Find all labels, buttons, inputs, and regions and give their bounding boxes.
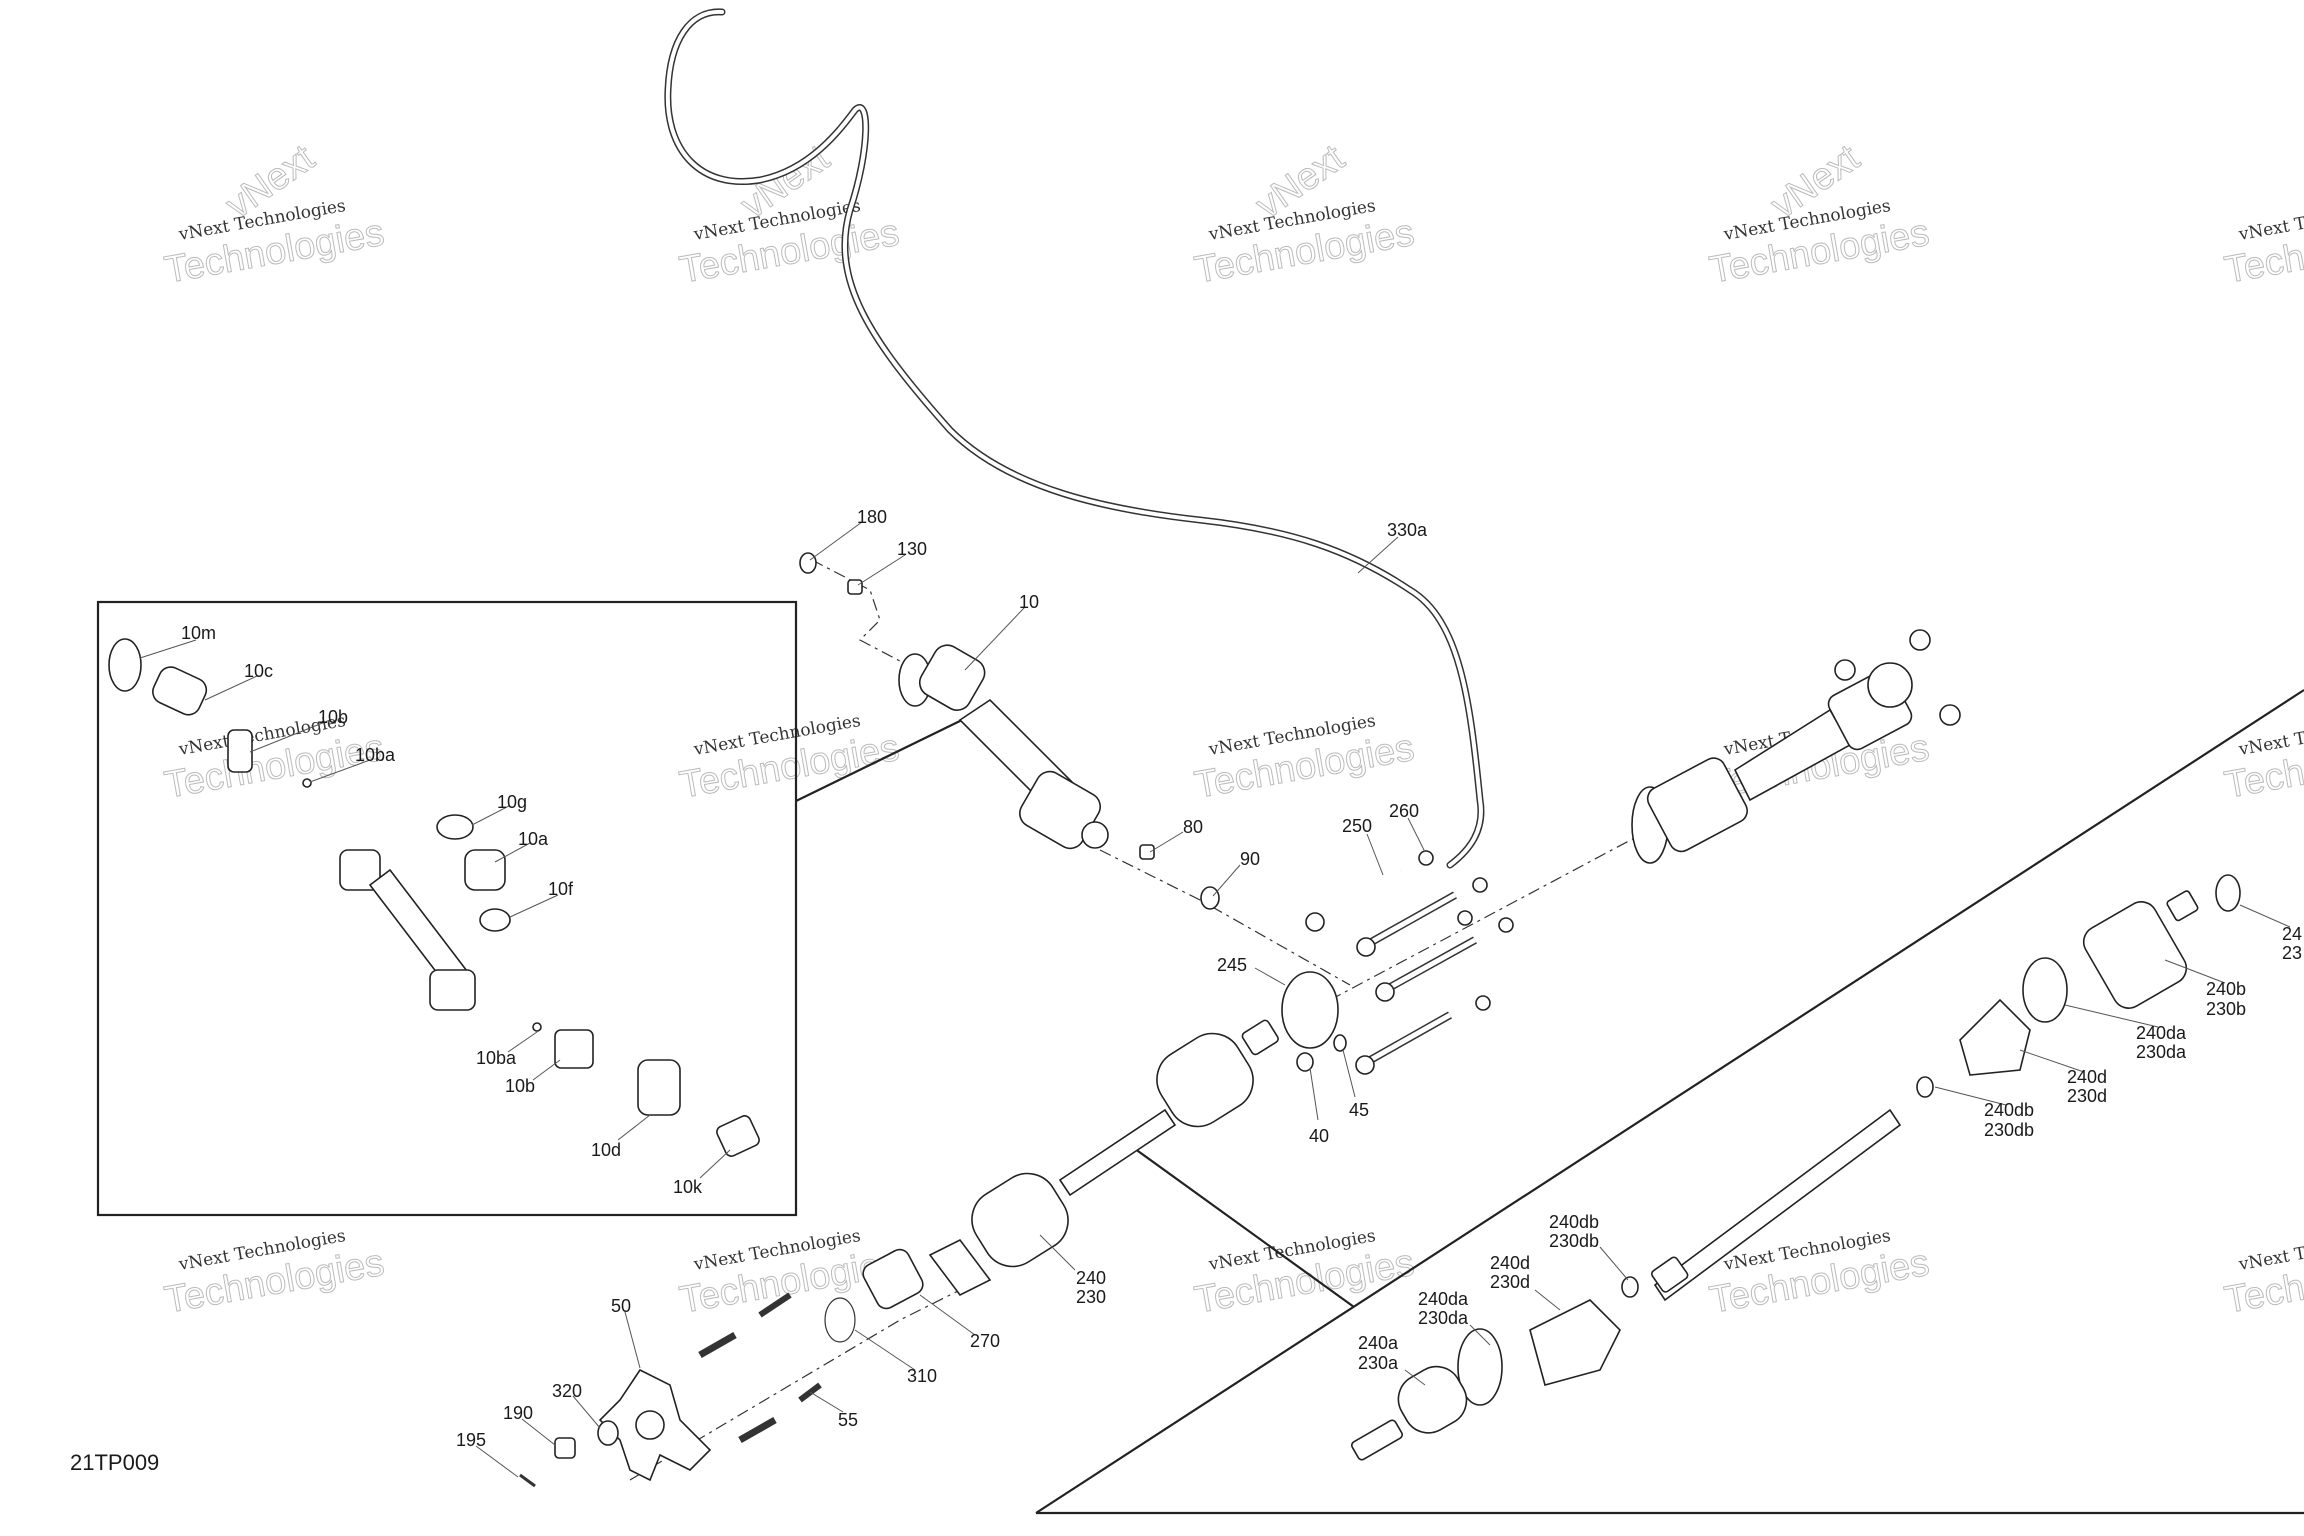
right-exploded-cv: [1916, 874, 2241, 1098]
part-130: [847, 579, 863, 595]
watermark: vNext Technologies Technologies: [2221, 711, 2304, 807]
watermark: vNext vNext Technologies Technologies: [1706, 136, 1933, 292]
label-240db: 240db: [1984, 1100, 2034, 1120]
label-260: 260: [1389, 801, 1419, 821]
label-230d: 230d: [2067, 1086, 2107, 1106]
label-190: 190: [503, 1403, 533, 1423]
hose-330a: [664, 8, 1485, 869]
stud: [698, 1331, 737, 1359]
part-310: [824, 1297, 856, 1343]
label-310: 310: [907, 1366, 937, 1386]
label-40: 40: [1309, 1126, 1329, 1146]
label-230-cut: 23: [2282, 943, 2302, 963]
label-240-cut: 24: [2282, 924, 2302, 944]
label-230d: 230d: [1490, 1272, 1530, 1292]
part-320: [597, 1420, 619, 1446]
label-10f: 10f: [548, 879, 574, 899]
watermark: vNext vNext Technologies Technologies: [1191, 136, 1418, 292]
inset-parts: [108, 638, 760, 1157]
watermark: vNext vNext Technologies Technologies: [161, 136, 388, 292]
label-250: 250: [1342, 816, 1372, 836]
part-245: [1281, 971, 1339, 1049]
drive-shaft-240: [928, 1019, 1279, 1297]
label-240d: 240d: [2067, 1067, 2107, 1087]
part-80: [1139, 844, 1155, 860]
watermark: vNext Technologies Technologies: [676, 711, 903, 807]
label-10ba: 10ba: [476, 1048, 517, 1068]
inset-box: [96, 600, 798, 1217]
label-195: 195: [456, 1430, 486, 1450]
part-labels: 180 130 10 330a 80 90 250 260 245 40 45 …: [70, 507, 2302, 1475]
detail-frame: [1035, 689, 2304, 1515]
bolts-250: [1305, 850, 1514, 1075]
watermark: vNext Technologies Technologies: [2221, 1226, 2304, 1322]
stud: [758, 1292, 792, 1318]
diagram-code: 21TP009: [70, 1450, 159, 1475]
label-240da: 240da: [2136, 1023, 2187, 1043]
watermark: vNext Technologies Technologies: [161, 711, 388, 807]
label-180: 180: [857, 507, 887, 527]
axis-line: [1329, 834, 1641, 1001]
label-50: 50: [611, 1296, 631, 1316]
label-45: 45: [1349, 1100, 1369, 1120]
label-10a: 10a: [518, 829, 549, 849]
long-shaft: [1651, 1108, 1902, 1302]
part-190: [554, 1437, 576, 1459]
label-240a: 240a: [1358, 1333, 1399, 1353]
label-230da: 230da: [1418, 1308, 1469, 1328]
label-10c: 10c: [244, 661, 273, 681]
axis-line: [629, 1289, 961, 1481]
label-320: 320: [552, 1381, 582, 1401]
axis-line: [1099, 849, 1351, 986]
label-330a: 330a: [1387, 520, 1428, 540]
label-80: 80: [1183, 817, 1203, 837]
part-45: [1333, 1034, 1347, 1052]
label-230b: 230b: [2206, 999, 2246, 1019]
label-230db: 230db: [1984, 1120, 2034, 1140]
label-10b: 10b: [505, 1076, 535, 1096]
label-240d: 240d: [1490, 1253, 1530, 1273]
label-10m: 10m: [181, 623, 216, 643]
label-10g: 10g: [497, 792, 527, 812]
propshaft: [898, 644, 1109, 850]
label-55: 55: [838, 1410, 858, 1430]
label-10d: 10d: [591, 1140, 621, 1160]
part-40: [1296, 1052, 1314, 1072]
label-10: 10: [1019, 592, 1039, 612]
part-180: [799, 552, 817, 574]
label-240b: 240b: [2206, 979, 2246, 999]
label-270: 270: [970, 1331, 1000, 1351]
leader-lines: [139, 521, 2291, 1478]
label-230da: 230da: [2136, 1042, 2187, 1062]
part-195: [519, 1473, 536, 1488]
label-245: 245: [1217, 955, 1247, 975]
label-240da: 240da: [1418, 1289, 1469, 1309]
part-270: [862, 1248, 924, 1310]
label-10b: 10b: [318, 707, 348, 727]
label-240db: 240db: [1549, 1212, 1599, 1232]
label-90: 90: [1240, 849, 1260, 869]
detail-connector-line: [1130, 1145, 1355, 1308]
watermark: vNext Technologies Technologies: [1191, 711, 1418, 807]
label-130: 130: [897, 539, 927, 559]
watermark: vNext Technologies Technologies: [2221, 196, 2304, 292]
label-230: 230: [1076, 1287, 1106, 1307]
inset-connector-line: [795, 719, 963, 802]
rear-axle-hub: [1631, 629, 1961, 864]
label-230a: 230a: [1358, 1353, 1399, 1373]
label-10ba: 10ba: [355, 745, 396, 765]
part-90: [1200, 886, 1220, 910]
label-240: 240: [1076, 1268, 1106, 1288]
watermarks: vNext vNext Technologies Technologies vN…: [161, 136, 2304, 1322]
label-230db: 230db: [1549, 1231, 1599, 1251]
watermark: vNext Technologies Technologies: [161, 1226, 388, 1322]
stud: [738, 1416, 777, 1444]
label-10k: 10k: [673, 1177, 703, 1197]
lower-exploded-cv: [1351, 1276, 1639, 1461]
